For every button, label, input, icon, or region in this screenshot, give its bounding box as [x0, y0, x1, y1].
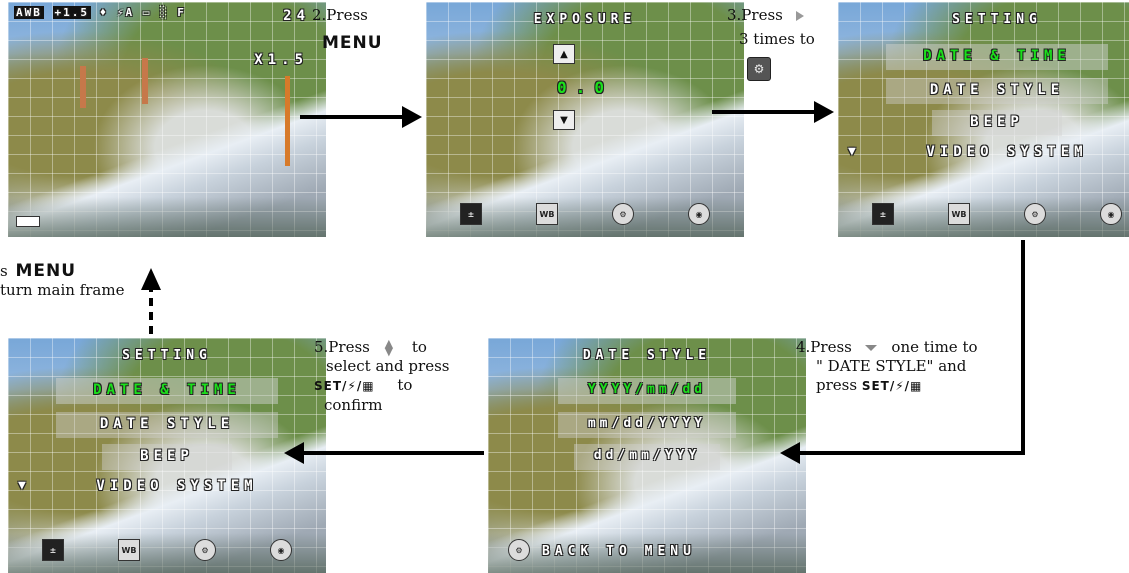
- step-4-line3: press: [816, 376, 858, 394]
- exposure-title: EXPOSURE: [533, 12, 637, 27]
- setting-final-iconbar: ± WB ⚙ ◉: [22, 539, 312, 563]
- set-button-key: SET/⚡/▦: [861, 379, 923, 393]
- pole-right: [142, 58, 148, 104]
- date-style-screen: DATE STYLE YYYY/mm/dd mm/dd/YYYY dd/mm/Y…: [488, 338, 806, 573]
- mode-icon[interactable]: ◉: [688, 203, 710, 225]
- setting-item-date-style[interactable]: DATE STYLE: [929, 82, 1065, 98]
- down-triangle-icon: ▼: [553, 110, 575, 130]
- setting-item-date-time[interactable]: DATE & TIME: [923, 48, 1071, 64]
- date-style-option-dmy[interactable]: dd/mm/YYY: [593, 448, 701, 463]
- setting-final-item-beep[interactable]: BEEP: [140, 448, 194, 464]
- setting-pill-1: [886, 78, 1108, 104]
- step-5-line3b: to: [397, 376, 413, 394]
- step-2-label: 2.Press MENU: [312, 6, 383, 53]
- status-badges: AWB +1.5 ♦ ⚡A ▭ ░ F: [14, 6, 186, 19]
- exposure-icon[interactable]: ±: [42, 539, 64, 561]
- setting-screen: SETTING DATE & TIME DATE STYLE BEEP ▼ VI…: [838, 2, 1129, 237]
- step-3-line1: 3.Press: [727, 6, 783, 24]
- setting-final-item-date-style[interactable]: DATE STYLE: [99, 416, 235, 432]
- mode-icon[interactable]: ◉: [270, 539, 292, 561]
- battery-icon: [16, 216, 40, 227]
- arrowhead-return-main: [141, 268, 161, 290]
- awb-badge: AWB: [14, 6, 44, 19]
- setting-icon: ⚙: [508, 539, 530, 561]
- setting-final-title: SETTING: [122, 348, 212, 363]
- live-view-screen: AWB +1.5 ♦ ⚡A ▭ ░ F 24 X1.5: [8, 2, 326, 237]
- down-key-icon: [864, 345, 877, 351]
- mode-badge: ░: [160, 6, 169, 19]
- shots-remaining: 24: [283, 8, 310, 24]
- set-button-key: SET/⚡/▦: [314, 379, 375, 393]
- exposure-screen: EXPOSURE ▲ 0.0 ▼ ± WB ⚙ ◉: [426, 2, 744, 237]
- zoom-bar: [285, 76, 290, 166]
- step-2-line1: 2.Press: [312, 6, 368, 24]
- flash-auto-badge: ⚡A: [116, 6, 135, 19]
- exposure-icon[interactable]: ±: [872, 203, 894, 225]
- arrowhead-exposure-to-setting: [814, 101, 834, 123]
- up-down-key-icon: ▲▼: [384, 337, 394, 358]
- step-5-line1b: to: [411, 338, 427, 356]
- pole-left: [80, 66, 86, 108]
- setting-tab-icon: ⚙: [747, 57, 771, 81]
- step-4-line2: " DATE STYLE" and: [816, 357, 967, 375]
- drive-badge: ▭: [142, 6, 152, 19]
- setting-final-pill-0: [56, 378, 278, 404]
- wb-icon[interactable]: WB: [536, 203, 558, 225]
- date-style-pill-1: [558, 412, 736, 438]
- setting-final-item-date-time[interactable]: DATE & TIME: [93, 382, 241, 398]
- step-2-menu-key: MENU: [322, 33, 383, 53]
- quality-badge: ♦: [99, 6, 109, 19]
- ev-badge: +1.5: [52, 6, 91, 19]
- step-6-label: s MENU turn main frame: [0, 262, 124, 300]
- step-4-label: 4.Press one time to " DATE STYLE" and pr…: [796, 338, 978, 396]
- setting-final-screen: SETTING DATE & TIME DATE STYLE BEEP ▼ VI…: [8, 338, 326, 573]
- date-style-title: DATE STYLE: [582, 348, 712, 363]
- setting-item-video-system[interactable]: VIDEO SYSTEM: [926, 144, 1088, 160]
- setting-icon[interactable]: ⚙: [612, 203, 634, 225]
- step-5-line2: select and press: [326, 357, 450, 375]
- zoom-level: X1.5: [254, 52, 308, 68]
- focus-badge: F: [177, 6, 186, 19]
- step-4-line1b: one time to: [891, 338, 978, 356]
- up-triangle-icon: ▲: [553, 44, 575, 64]
- setting-item-beep[interactable]: BEEP: [970, 114, 1024, 130]
- setting-icon[interactable]: ⚙: [1024, 203, 1046, 225]
- setting-pill-2: [932, 110, 1062, 136]
- setting-final-pill-2: [102, 444, 232, 470]
- step-6-line2: turn main frame: [0, 281, 125, 299]
- setting-final-pill-1: [56, 412, 278, 438]
- wb-icon[interactable]: WB: [118, 539, 140, 561]
- back-to-menu-button[interactable]: BACK TO MENU: [542, 544, 696, 559]
- exposure-iconbar: ± WB ⚙ ◉: [440, 203, 730, 227]
- arrowhead-live-to-exposure: [402, 106, 422, 128]
- step-5-line1: 5.Press: [314, 338, 370, 356]
- mode-icon[interactable]: ◉: [1100, 203, 1122, 225]
- step-6-menu-key: MENU: [15, 261, 77, 281]
- setting-icon[interactable]: ⚙: [194, 539, 216, 561]
- setting-pill-0: [886, 44, 1108, 70]
- step-3-line2: 3 times to: [739, 30, 815, 48]
- exposure-icon[interactable]: ±: [460, 203, 482, 225]
- scroll-down-icon: ▼: [18, 478, 31, 493]
- right-arrow-key-icon: [795, 11, 804, 21]
- date-style-pill-2: [574, 444, 720, 470]
- scroll-down-icon: ▼: [848, 144, 861, 159]
- wb-icon[interactable]: WB: [948, 203, 970, 225]
- step-4-line1: 4.Press: [796, 338, 852, 356]
- exposure-value: 0.0: [557, 78, 613, 97]
- step-5-line4: confirm: [324, 396, 383, 414]
- date-style-option-mdy[interactable]: mm/dd/YYYY: [587, 416, 707, 431]
- step-6-line1: s: [0, 262, 8, 280]
- step-3-label: 3.Press 3 times to ⚙: [727, 6, 815, 81]
- setting-title: SETTING: [952, 12, 1042, 27]
- date-style-pill-0: [558, 378, 736, 404]
- step-5-label: 5.Press ▲▼ to select and press SET/⚡/▦ t…: [314, 338, 449, 415]
- setting-iconbar: ± WB ⚙ ◉: [852, 203, 1129, 227]
- date-style-option-ymd[interactable]: YYYY/mm/dd: [587, 382, 707, 397]
- setting-final-item-video-system[interactable]: VIDEO SYSTEM: [96, 478, 258, 494]
